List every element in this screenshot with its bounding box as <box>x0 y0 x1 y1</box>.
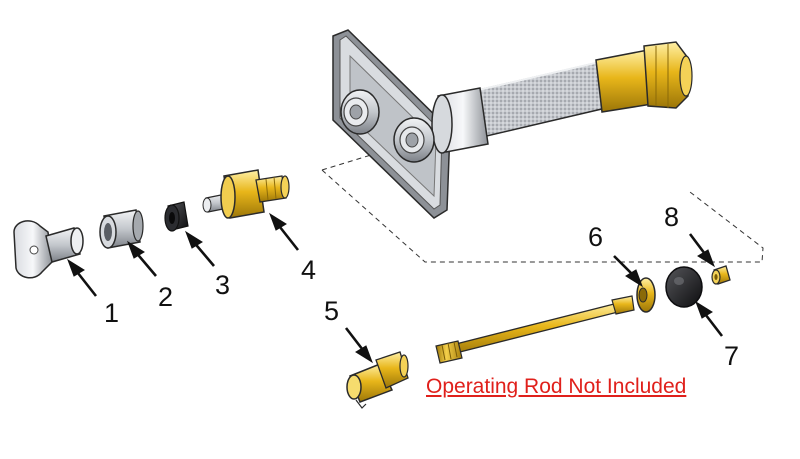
brass-end-fitting <box>595 41 693 113</box>
faucet-port-upper <box>340 89 380 135</box>
part-8-nut <box>711 265 731 285</box>
faucet-port-lower <box>393 117 435 163</box>
callout-2: 2 <box>158 282 174 312</box>
arrow-6 <box>613 255 643 288</box>
arrow-3 <box>185 230 215 267</box>
arrow-2 <box>127 240 157 277</box>
part-5-coupler <box>346 351 409 409</box>
callout-3: 3 <box>215 270 231 300</box>
callout-4: 4 <box>301 255 317 285</box>
callout-5: 5 <box>324 296 340 326</box>
callout-6: 6 <box>588 222 604 252</box>
operating-rod <box>435 295 635 364</box>
arrow-4 <box>269 212 300 251</box>
arrow-5 <box>344 327 373 364</box>
hydrant-body <box>321 29 764 263</box>
part-1-key-handle <box>13 220 84 279</box>
arrow-1 <box>67 258 98 297</box>
callout-7: 7 <box>724 341 740 371</box>
callout-8: 8 <box>664 202 680 232</box>
part-3-washer <box>164 201 189 232</box>
part-6-brass-washer <box>636 277 656 313</box>
operating-rod-note: Operating Rod Not Included <box>426 375 687 398</box>
part-2-bushing <box>99 209 144 249</box>
body-collar <box>431 87 489 154</box>
part-7-rubber-seal <box>665 266 703 308</box>
arrow-8 <box>688 233 715 268</box>
barrel-pipe <box>469 61 607 139</box>
arrow-7 <box>695 300 724 337</box>
callout-1: 1 <box>104 298 120 328</box>
leader-arrows <box>67 212 724 364</box>
part-4-valve-stem <box>202 169 290 219</box>
